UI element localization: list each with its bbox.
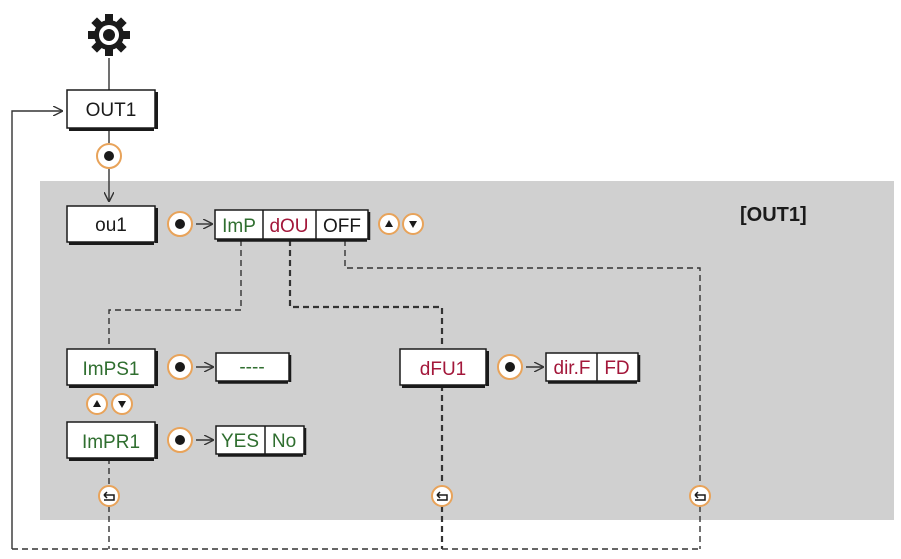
return-icon[interactable] bbox=[689, 485, 711, 507]
dashed-branches bbox=[12, 240, 701, 550]
dashed-branch-dou bbox=[288, 240, 444, 549]
dfu1-param-box[interactable]: dFU1 bbox=[399, 348, 489, 388]
option-dou[interactable]: dOU bbox=[269, 216, 308, 237]
option-fd[interactable]: FD bbox=[604, 358, 629, 379]
set-button-icon[interactable] bbox=[167, 354, 193, 380]
ou1-label: ou1 bbox=[95, 215, 127, 236]
up-arrow-icon[interactable] bbox=[378, 213, 400, 235]
ou1-options-box[interactable]: ImP dOU OFF bbox=[214, 209, 371, 242]
imps1-value: ---- bbox=[239, 357, 264, 378]
imps1-param-box[interactable]: ImPS1 bbox=[66, 348, 158, 388]
set-button-icon[interactable] bbox=[497, 354, 523, 380]
ou1-param-box[interactable]: ou1 bbox=[66, 205, 158, 245]
return-icon[interactable] bbox=[431, 485, 453, 507]
return-icon[interactable] bbox=[98, 485, 120, 507]
impr1-param-box[interactable]: ImPR1 bbox=[66, 421, 158, 461]
impr1-options-box[interactable]: YES No bbox=[215, 425, 307, 457]
gear-icon[interactable] bbox=[88, 14, 130, 56]
option-off[interactable]: OFF bbox=[323, 216, 361, 237]
impr1-label: ImPR1 bbox=[82, 432, 140, 453]
out1-menu-box[interactable]: OUT1 bbox=[66, 89, 158, 131]
option-no[interactable]: No bbox=[272, 431, 296, 452]
set-button-icon[interactable] bbox=[96, 143, 122, 169]
set-button-icon[interactable] bbox=[167, 211, 193, 237]
imps1-label: ImPS1 bbox=[82, 359, 139, 380]
down-arrow-icon[interactable] bbox=[111, 393, 133, 415]
option-dirf[interactable]: dir.F bbox=[554, 358, 591, 379]
imps1-value-box[interactable]: ---- bbox=[215, 352, 292, 384]
return-loop-line bbox=[11, 111, 62, 549]
option-imp[interactable]: ImP bbox=[222, 216, 256, 237]
down-arrow-icon[interactable] bbox=[402, 213, 424, 235]
up-arrow-icon[interactable] bbox=[86, 393, 108, 415]
dfu1-label: dFU1 bbox=[420, 359, 466, 380]
option-yes[interactable]: YES bbox=[221, 431, 259, 452]
panel-title: [OUT1] bbox=[740, 204, 807, 226]
dfu1-options-box[interactable]: dir.F FD bbox=[545, 352, 641, 384]
set-button-icon[interactable] bbox=[167, 427, 193, 453]
out1-label: OUT1 bbox=[86, 100, 137, 121]
